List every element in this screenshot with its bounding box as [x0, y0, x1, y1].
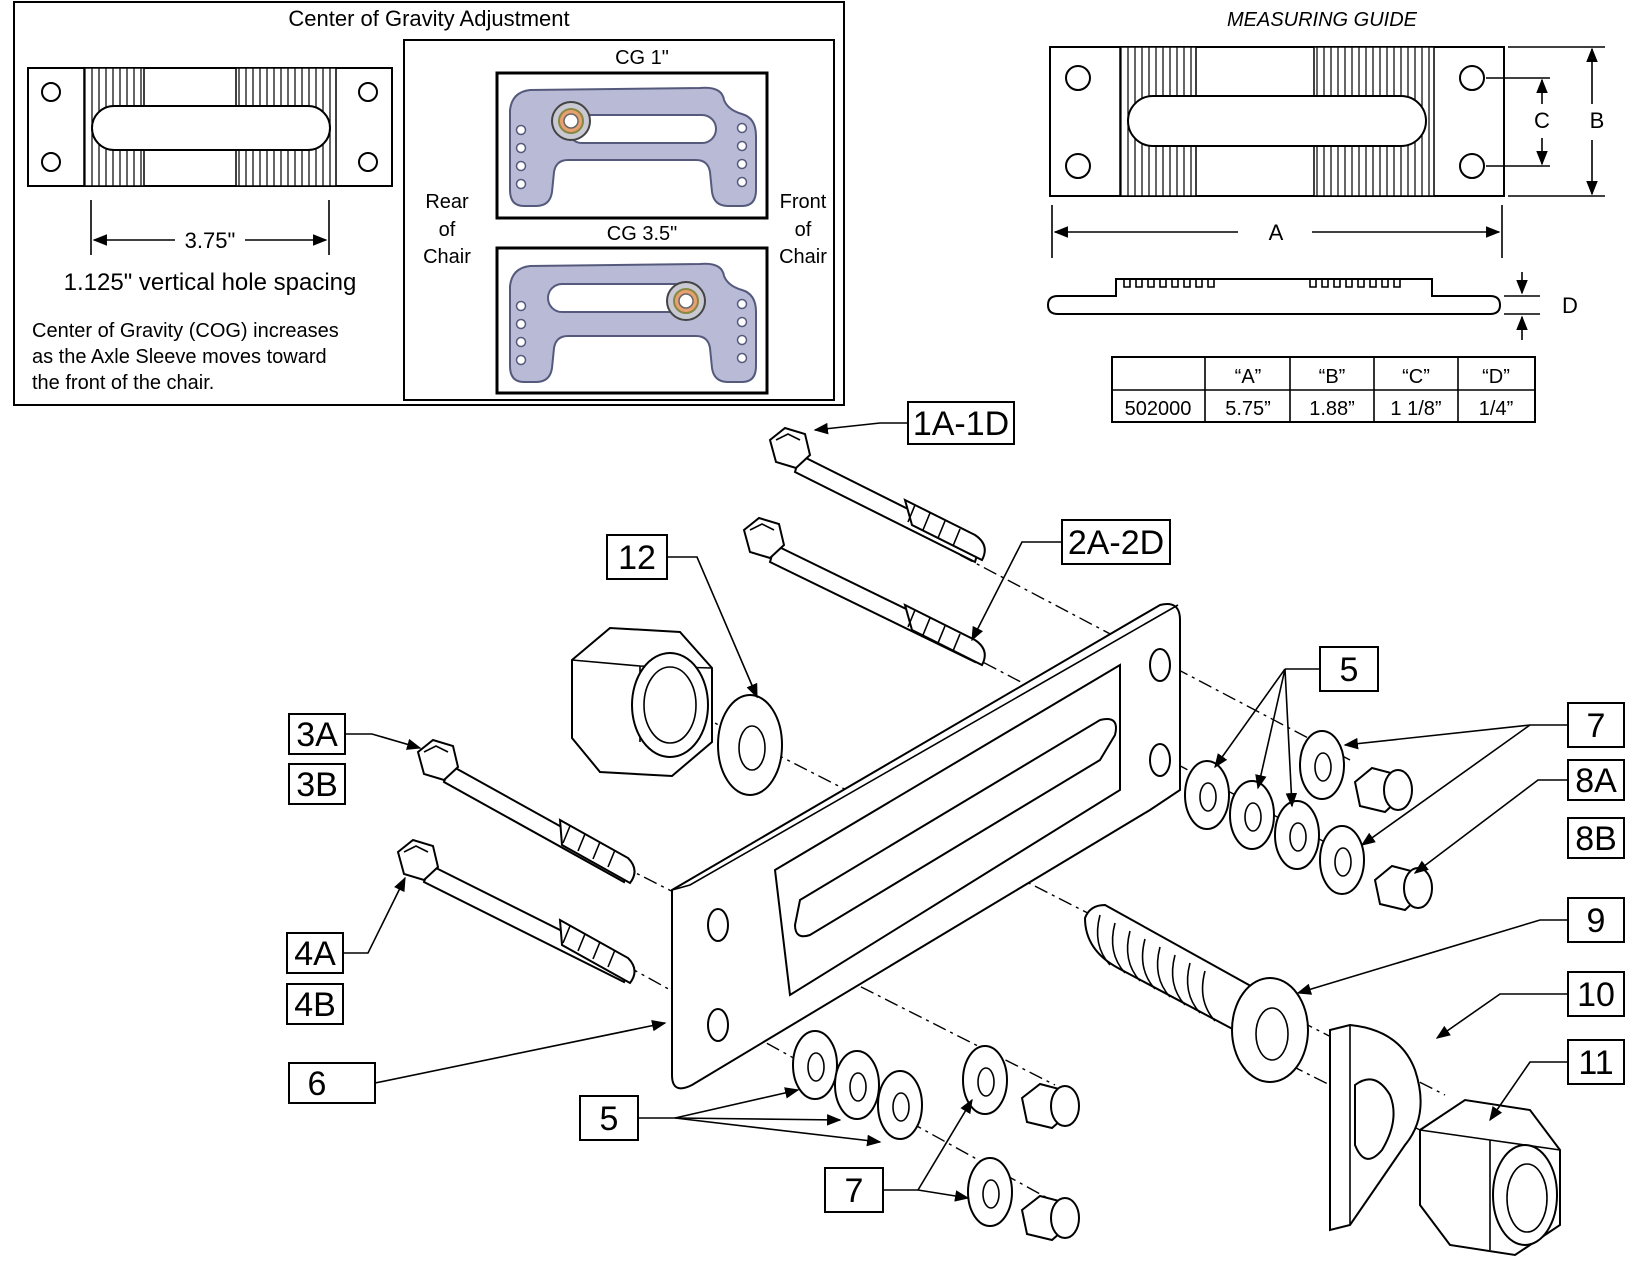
callout-7-top: 7: [1343, 702, 1625, 846]
table-header-b: “B”: [1319, 366, 1346, 388]
cog-note-line-3: the front of the chair.: [32, 372, 214, 394]
callout-8a: 8A: [1413, 759, 1625, 874]
table-cell-part: 502000: [1125, 398, 1192, 420]
svg-text:5: 5: [600, 1100, 619, 1138]
callout-3b: 3B: [288, 763, 346, 805]
svg-text:3A: 3A: [296, 716, 338, 754]
cog-dimension-label: 3.75": [185, 228, 236, 253]
guide-plate-top-view: [1049, 46, 1505, 197]
rear-of-chair-label: Rear of Chair: [423, 191, 471, 268]
svg-text:Chair: Chair: [423, 246, 471, 268]
svg-text:4B: 4B: [294, 986, 336, 1024]
tab-washer-10: [1329, 1023, 1422, 1232]
dim-c-label: C: [1534, 108, 1550, 133]
callout-7-bottom: 7: [824, 1098, 973, 1213]
table-cell-c: 1 1/8”: [1390, 398, 1441, 420]
svg-text:7: 7: [1587, 707, 1606, 745]
axle-plate-6: [671, 603, 1181, 1090]
callout-2a-2d: 2A-2D: [971, 519, 1171, 642]
locknuts-8: [1353, 766, 1433, 912]
washers-5-top: [1184, 760, 1320, 870]
svg-text:4A: 4A: [294, 935, 336, 973]
svg-text:of: of: [795, 219, 812, 241]
svg-text:of: of: [439, 219, 456, 241]
table-header-a: “A”: [1235, 366, 1262, 388]
axle-sleeve-9: [1083, 903, 1309, 1083]
cog-panel-title: Center of Gravity Adjustment: [288, 6, 569, 31]
svg-text:5: 5: [1340, 651, 1359, 689]
callout-9: 9: [1296, 897, 1625, 995]
svg-text:12: 12: [618, 539, 656, 577]
table-cell-b: 1.88”: [1309, 398, 1355, 420]
callout-8b: 8B: [1567, 817, 1625, 859]
bolt-3a-3b: [416, 738, 636, 885]
cg2-label: CG 3.5": [607, 223, 677, 245]
callout-4b: 4B: [286, 983, 344, 1025]
locknuts-bottom: [1020, 1082, 1080, 1242]
table-cell-a: 5.75”: [1225, 398, 1271, 420]
dimension-table: “A” “B” “C” “D” 502000 5.75” 1.88” 1 1/8…: [1111, 356, 1536, 423]
cog-plate-top-view: [27, 67, 393, 187]
callout-4a: 4A: [286, 876, 406, 974]
cg2-plate-image: [495, 246, 769, 395]
svg-text:Rear: Rear: [425, 191, 469, 213]
dim-a-label: A: [1269, 220, 1284, 245]
svg-text:2A-2D: 2A-2D: [1068, 524, 1164, 562]
callout-1a-1d: 1A-1D: [813, 401, 1015, 445]
svg-text:9: 9: [1587, 902, 1606, 940]
bolt-4a-4b: [396, 838, 636, 985]
washer-12: [717, 694, 783, 796]
cg1-plate-image: [495, 71, 769, 220]
svg-text:11: 11: [1578, 1044, 1613, 1082]
dim-b-label: B: [1590, 108, 1605, 133]
svg-text:7: 7: [845, 1172, 864, 1210]
bolt-1a-1d: [768, 426, 986, 564]
hole-spacing-label: 1.125" vertical hole spacing: [64, 269, 357, 296]
cg1-label: CG 1": [615, 47, 669, 69]
callout-11: 11: [1489, 1039, 1625, 1122]
large-nut-11: [1419, 1098, 1561, 1257]
washers-7-top: [1299, 730, 1365, 895]
dim-d-label: D: [1562, 293, 1578, 318]
svg-text:Front: Front: [780, 191, 827, 213]
svg-text:8B: 8B: [1575, 820, 1617, 858]
measuring-guide-title: MEASURING GUIDE: [1227, 9, 1418, 31]
cog-note-line-2: as the Axle Sleeve moves toward: [32, 346, 327, 368]
callout-6: 6: [288, 1019, 667, 1104]
front-of-chair-label: Front of Chair: [779, 191, 827, 268]
svg-text:10: 10: [1577, 976, 1615, 1014]
callout-12: 12: [606, 534, 758, 699]
large-nut-12: [571, 626, 713, 778]
svg-text:1A-1D: 1A-1D: [913, 405, 1009, 443]
table-cell-d: 1/4”: [1479, 398, 1513, 420]
callout-5-top: 5: [1214, 646, 1379, 808]
washers-7-bottom: [962, 1045, 1013, 1227]
bolt-2a-2d: [742, 516, 986, 667]
table-header-c: “C”: [1402, 366, 1430, 388]
callout-10: 10: [1435, 971, 1625, 1039]
callout-5-bottom: 5: [579, 1087, 882, 1147]
measuring-guide: MEASURING GUIDE C B A: [1046, 9, 1605, 423]
table-header-d: “D”: [1482, 366, 1510, 388]
washers-5-bottom: [792, 1030, 923, 1140]
svg-text:3B: 3B: [296, 766, 338, 804]
svg-text:8A: 8A: [1575, 762, 1617, 800]
guide-plate-side-view: [1046, 278, 1502, 315]
svg-text:6: 6: [308, 1065, 327, 1103]
cog-note-line-1: Center of Gravity (COG) increases: [32, 320, 339, 342]
svg-text:Chair: Chair: [779, 246, 827, 268]
cog-panel: Center of Gravity Adjustment 3.75" 1.125…: [13, 1, 845, 406]
callout-3a: 3A: [288, 713, 422, 755]
